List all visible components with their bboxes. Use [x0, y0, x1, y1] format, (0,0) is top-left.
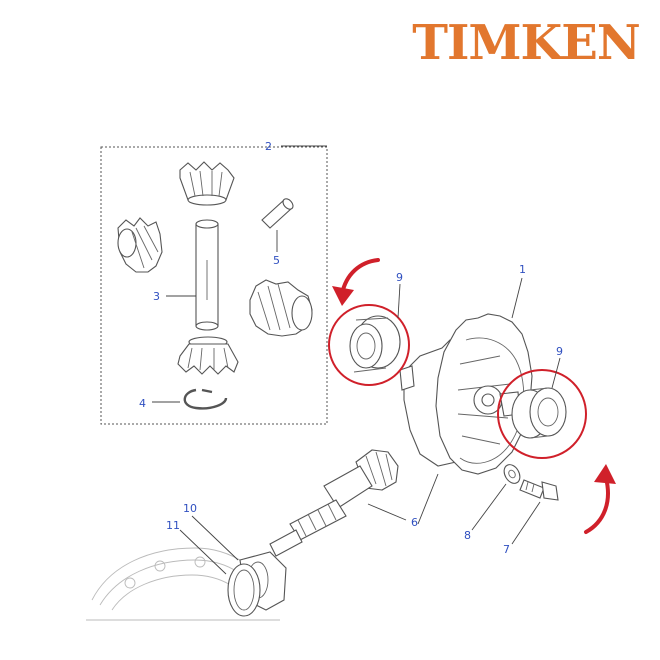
- pinion-gear-left: [117, 217, 163, 273]
- bearing-cup: [227, 563, 261, 617]
- leader-lines: [152, 145, 561, 575]
- washer: [503, 464, 521, 484]
- callout-11: 11: [166, 519, 180, 532]
- callout-9-right: 9: [556, 345, 563, 358]
- gear-kit-boundary: [100, 146, 328, 425]
- callout-9-left: 9: [396, 271, 403, 284]
- tapered-roller-bearing-left: [349, 315, 401, 373]
- callout-8: 8: [464, 529, 471, 542]
- callout-1: 1: [519, 263, 526, 276]
- pinion-shaft: [269, 449, 399, 557]
- cross-shaft: [195, 219, 219, 331]
- pinion-gear-right: [249, 279, 313, 337]
- callout-5: 5: [273, 254, 280, 267]
- callout-2: 2: [265, 140, 272, 153]
- side-gear-top: [179, 161, 235, 206]
- roll-pin: [261, 198, 294, 229]
- side-gear-bottom: [177, 336, 239, 375]
- differential-case: [399, 313, 533, 475]
- callout-4: 4: [139, 397, 146, 410]
- circlip: [183, 388, 228, 410]
- tapered-roller-bearing-right: [511, 387, 567, 439]
- callout-6: 6: [411, 516, 418, 529]
- rotation-arrow-right: [584, 464, 616, 534]
- callout-3: 3: [153, 290, 160, 303]
- bearing-highlight-right: [497, 369, 587, 459]
- bearing-highlight-left: [328, 304, 410, 386]
- bolt: [519, 479, 559, 501]
- callout-10: 10: [183, 502, 197, 515]
- rotation-arrow-left: [332, 258, 380, 306]
- timken-logo: TIMKEN: [412, 15, 640, 71]
- callout-7: 7: [503, 543, 510, 556]
